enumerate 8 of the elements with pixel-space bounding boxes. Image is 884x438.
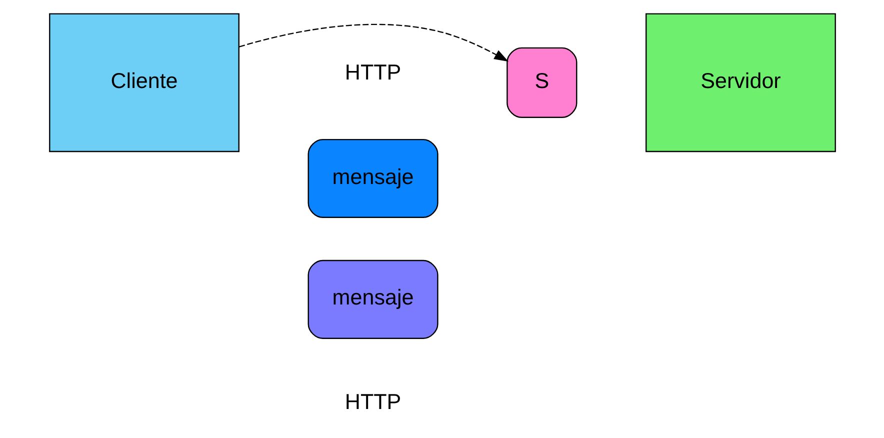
node-box: mensaje [307, 138, 438, 218]
node-box: Servidor [645, 12, 836, 152]
label: HTTP [344, 59, 401, 84]
arrow [238, 23, 508, 62]
node-box: Cliente [48, 12, 239, 152]
node-box: mensaje [307, 259, 438, 338]
label: HTTP [344, 388, 401, 414]
node-box: S [506, 46, 577, 118]
